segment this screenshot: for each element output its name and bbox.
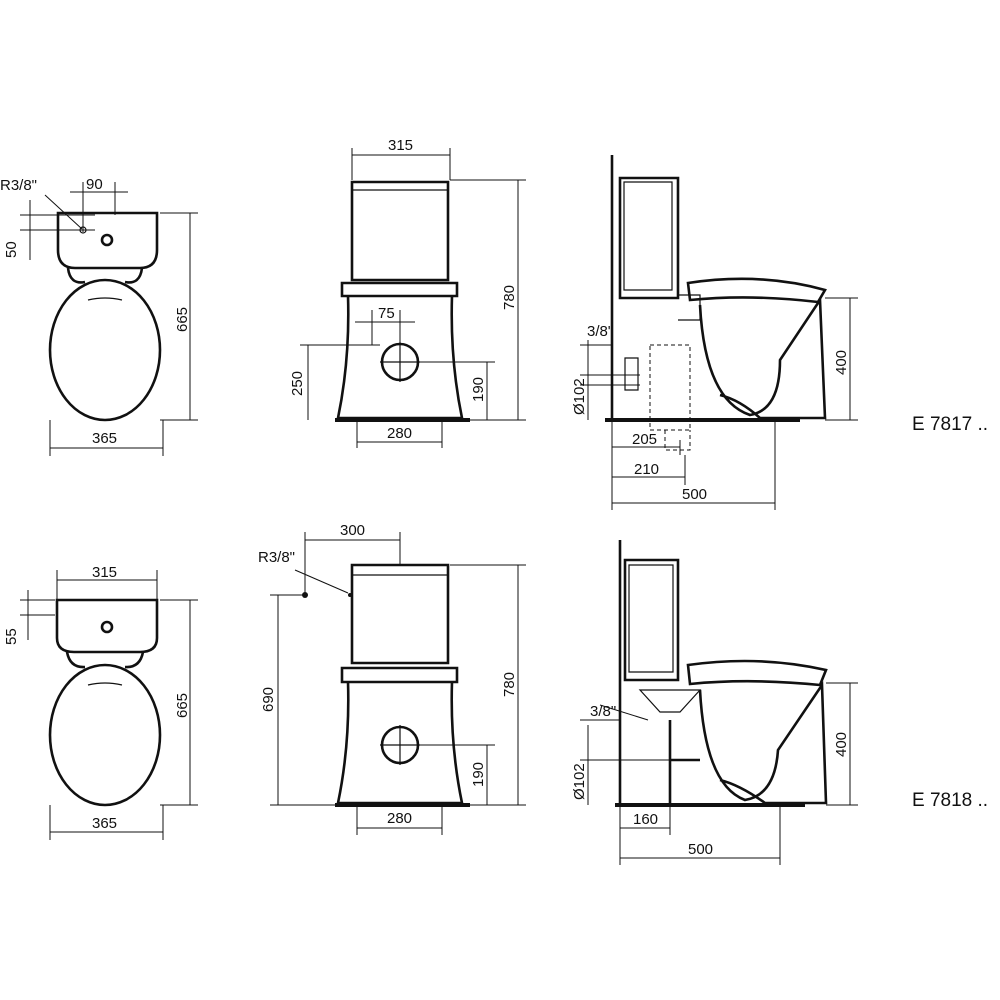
dim-inlet-offset: 300 [340, 522, 365, 539]
dim-outlet-center: 190 [470, 377, 487, 402]
dim-offset-y: 50 [3, 241, 20, 258]
dim-depth: 665 [174, 307, 191, 332]
label-connection: 3/8" [587, 323, 613, 340]
dim-height: 780 [501, 672, 518, 697]
dim-inlet-height: 690 [260, 687, 277, 712]
e7817-side-view: 3/8" Ø102 400 205 210 500 [571, 155, 858, 510]
dim-depth: 665 [174, 693, 191, 718]
dim-outlet-height: 250 [289, 371, 306, 396]
dim-length: 500 [688, 841, 713, 858]
dim-outlet-diameter: Ø102 [571, 378, 588, 415]
dim-outlet-diameter: Ø102 [571, 763, 588, 800]
dim-width: 365 [92, 430, 117, 447]
label-connection: R3/8" [0, 177, 37, 194]
dim-tank-width: 315 [92, 564, 117, 581]
dim-tank-width: 315 [388, 137, 413, 154]
dim-base-width: 280 [387, 425, 412, 442]
model-code-e7818: E 7818 .. [912, 790, 988, 811]
dim-outlet-center: 190 [470, 762, 487, 787]
e7818-front-view: 300 R3/8" 690 780 190 280 [258, 522, 526, 835]
dim-outlet-dist: 160 [633, 811, 658, 828]
dim-seat-height: 400 [833, 350, 850, 375]
model-code-e7817: E 7817 .. [912, 414, 988, 435]
dim-outlet-dist-1: 205 [632, 431, 657, 448]
dim-length: 500 [682, 486, 707, 503]
dim-height: 780 [501, 285, 518, 310]
dim-width: 365 [92, 815, 117, 832]
label-connection: R3/8" [258, 549, 295, 566]
dim-offset-x: 90 [86, 176, 103, 193]
dim-offset-y: 55 [3, 628, 20, 645]
e7818-plan-view: 315 55 665 365 [3, 564, 198, 840]
dim-seat-height: 400 [833, 732, 850, 757]
dim-base-width: 280 [387, 810, 412, 827]
e7817-front-view: 315 780 75 250 190 280 [289, 137, 526, 448]
e7818-side-view: 3/8" Ø102 400 160 500 [571, 540, 858, 865]
e7817-plan-view: R3/8" 90 50 665 365 [0, 176, 198, 456]
dim-outlet-dist-2: 210 [634, 461, 659, 478]
dim-outlet-offset: 75 [378, 305, 395, 322]
label-connection: 3/8" [590, 703, 616, 720]
